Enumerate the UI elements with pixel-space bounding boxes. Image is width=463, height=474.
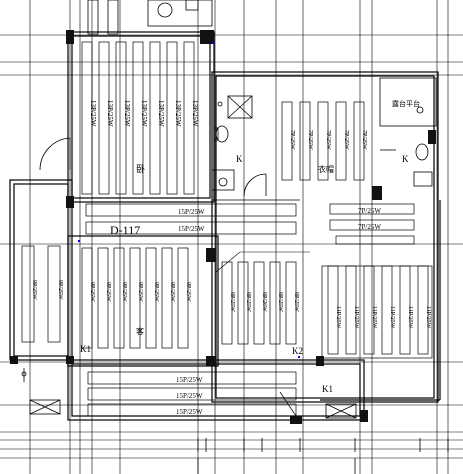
south-label: 11P/25W: [389, 306, 395, 329]
row-label-b: 15P/25W: [178, 225, 205, 233]
right-room-label: 7P/25W: [289, 130, 295, 150]
south-label: 11P/25W: [407, 306, 413, 329]
bedroom-loop-label: 13P/25W: [89, 100, 97, 127]
right-room-loops: [281, 101, 365, 181]
room-mark-k2: K2: [292, 346, 303, 356]
bottom-loops: [87, 371, 297, 417]
accent-marks: [78, 42, 300, 358]
south-label: 11P/25W: [335, 306, 341, 329]
room-mark-k1: K1: [80, 344, 91, 354]
kitchen-label: 8P/25W: [229, 292, 235, 312]
bedroom-loop-label: 13P/25W: [191, 100, 199, 127]
living-label: 9P/25W: [137, 282, 143, 302]
living-label: 9P/25W: [185, 282, 191, 302]
room-mark-k-left: K: [236, 154, 243, 164]
top-balcony: [39, 0, 213, 171]
corridor-loops: [85, 203, 297, 235]
right-room-mark: 衣帽: [318, 164, 334, 174]
kitchen-label: 8P/25W: [293, 292, 299, 312]
living-label: 9P/25W: [105, 282, 111, 302]
balcony-label: 露台平台: [392, 99, 420, 108]
bottom-label-b: 15P/25W: [176, 392, 203, 400]
living-label: 9P/25W: [169, 282, 175, 302]
corridor-label-b: 7P/25W: [358, 223, 381, 231]
south-label: 11P/25W: [425, 306, 431, 329]
living-label: 9P/25W: [121, 282, 127, 302]
kitchen-loops: [215, 251, 310, 345]
walls: [9, 31, 441, 421]
living-label: 9P/25W: [153, 282, 159, 302]
south-loops: [321, 265, 433, 359]
bedroom-loop-label: 13P/25W: [106, 100, 114, 127]
row-label-a: 15P/25W: [178, 208, 205, 216]
kitchen-label: 8P/25W: [277, 292, 283, 312]
south-special: 11P/25W: [371, 306, 377, 329]
left-strip-label: 9P/25W: [31, 280, 37, 300]
corridor-right-loops: [329, 203, 415, 245]
right-room-label: 7P/25W: [325, 130, 331, 150]
bathroom-right: [379, 77, 437, 187]
kitchen-special: 8P/26W: [261, 292, 267, 312]
bedroom-loop-label: 13P/25W: [157, 100, 165, 127]
left-strip-loops: [21, 245, 61, 343]
plan-code: D-117: [110, 223, 140, 237]
dimension-ticks: [197, 438, 449, 474]
bottom-label-c: 15P/25W: [176, 408, 203, 416]
bottom-label-a: 15P/25W: [176, 376, 203, 384]
right-room-label: 7P/25W: [361, 130, 367, 150]
living-label: 9P/25W: [89, 282, 95, 302]
bedroom-loop-label: 13P/25W: [123, 100, 131, 127]
south-label: 11P/25W: [353, 306, 359, 329]
right-room-label: 7P/25W: [307, 130, 313, 150]
bedroom-heating-labels: 13P/25W 13P/25W 13P/25W 13P/25W 13P/25W …: [89, 100, 199, 174]
right-room-label: 7P/25W: [343, 130, 349, 150]
corridor-label-a: 7P/25W: [358, 207, 381, 215]
kitchen-label: 8P/25W: [245, 292, 251, 312]
living-loops: [81, 247, 189, 349]
living-mark: 客: [136, 326, 144, 336]
bedroom-heating-bank: [81, 41, 195, 195]
bedroom-loop-label: 13P/25W: [140, 100, 148, 127]
wall-posts: [10, 30, 436, 424]
bedroom-loop-label: 13P/25W: [174, 100, 182, 127]
room-mark-k1-lower: K1: [322, 384, 333, 394]
bedroom-mark: 卧: [136, 163, 145, 174]
room-mark-k-right: K: [402, 154, 409, 164]
bathroom: [211, 95, 300, 201]
left-strip-label: 9P/25W: [57, 280, 63, 300]
ac-units: [21, 368, 357, 419]
